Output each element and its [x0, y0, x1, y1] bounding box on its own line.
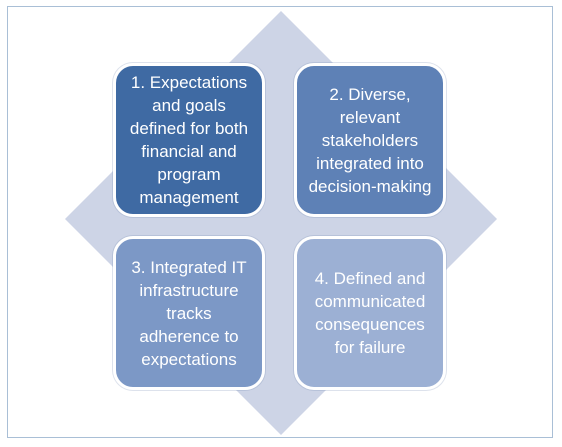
diagram-frame: 1. Expectations and goals defined for bo… — [7, 6, 553, 438]
tile-1-text: 1. Expectations and goals defined for bo… — [129, 73, 249, 207]
tile-diverse-stakeholders: 2. Diverse, relevant stakeholders integr… — [294, 63, 446, 217]
tile-4-text: 4. Defined and communicated consequences… — [314, 269, 426, 357]
tile-2-text: 2. Diverse, relevant stakeholders integr… — [308, 84, 432, 196]
tile-3-text: 3. Integrated IT infrastructure tracks a… — [131, 257, 247, 369]
tile-integrated-it: 3. Integrated IT infrastructure tracks a… — [113, 236, 265, 390]
background-diamond-arrows — [65, 11, 497, 435]
tile-defined-consequences: 4. Defined and communicated consequences… — [294, 236, 446, 390]
diamond-shape — [65, 11, 497, 435]
tile-expectations-goals: 1. Expectations and goals defined for bo… — [113, 63, 265, 217]
